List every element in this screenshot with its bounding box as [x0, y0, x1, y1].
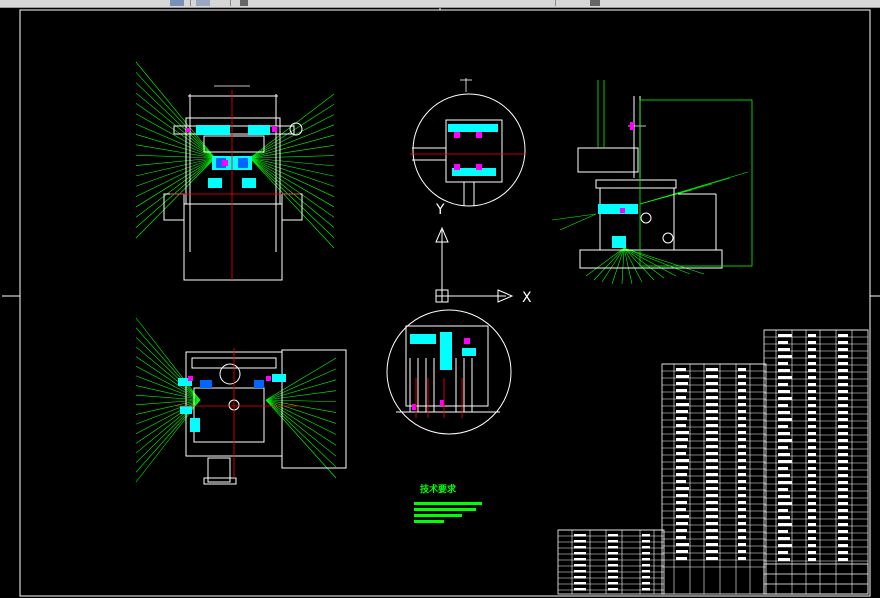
- layer-icon[interactable]: [170, 0, 184, 6]
- technical-notes: 技术要求: [414, 483, 482, 523]
- toolbar-separator: [230, 0, 231, 6]
- ucs-y-label: Y: [435, 202, 445, 218]
- top-view: [135, 317, 347, 485]
- properties-icon[interactable]: [196, 0, 210, 6]
- detail-view-a: [410, 78, 526, 207]
- front-view: [135, 61, 335, 281]
- ucs-x-label: X: [522, 290, 532, 306]
- parts-list-table: [557, 329, 869, 595]
- side-view: [551, 80, 753, 285]
- application-toolbar: [0, 0, 880, 8]
- technical-notes-title: 技术要求: [420, 483, 457, 495]
- ucs-icon: [435, 226, 514, 303]
- toolbar-separator: [190, 0, 191, 6]
- cad-drawing-area[interactable]: X Y: [0, 8, 880, 598]
- drawing-frame: [2, 8, 880, 597]
- chevron-down-icon[interactable]: [590, 0, 600, 6]
- detail-view-b: [386, 309, 512, 435]
- dropdown-icon[interactable]: [240, 0, 248, 6]
- toolbar-separator: [555, 0, 556, 6]
